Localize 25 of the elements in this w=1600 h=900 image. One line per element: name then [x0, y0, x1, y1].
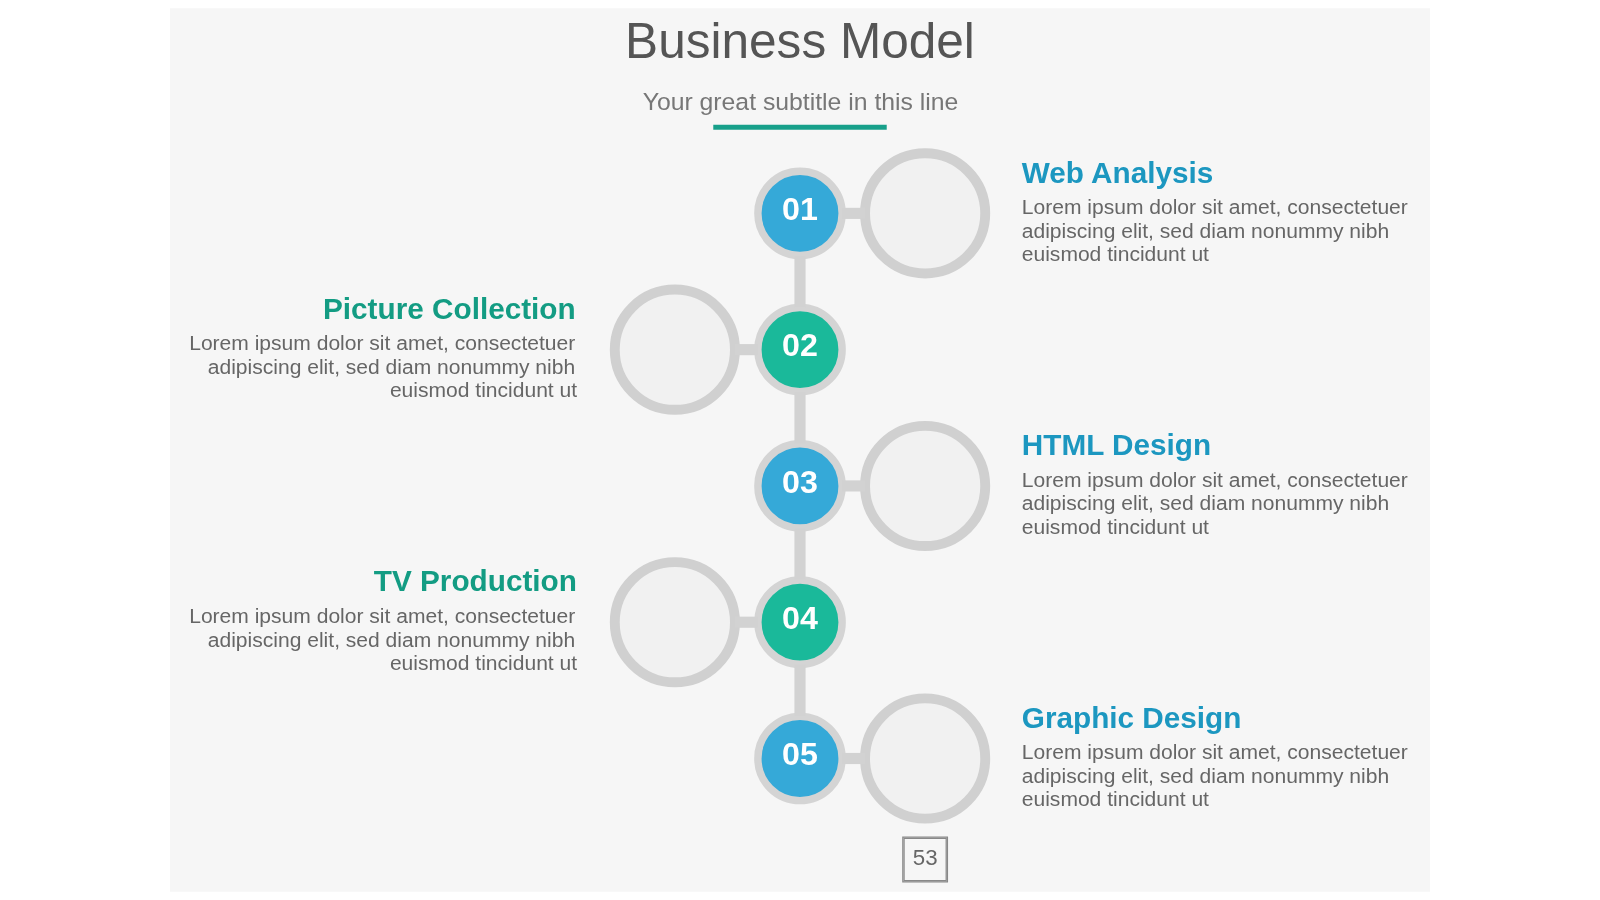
node-label: TV Production — [373, 564, 577, 598]
diagram-title: Business Model — [625, 12, 975, 69]
node-label: Lorem ipsum dolor sit amet, consectetuer adipiscing elit, sed diam nonummy nibh euismod tincidunt ut — [1021, 467, 1408, 538]
node-circle: 04 — [754, 576, 846, 669]
node-circle — [860, 693, 991, 824]
node-label: Lorem ipsum dolor sit amet, consectetuer adipiscing elit, sed diam nonummy nibh euismod tincidunt ut — [189, 603, 578, 675]
node-circle: 02 — [754, 303, 846, 396]
node-label: Lorem ipsum dolor sit amet, consectetuer adipiscing elit, sed diam nonummy nibh euismod tincidunt ut — [1021, 195, 1408, 266]
node-label: Picture Collection — [323, 291, 576, 325]
node-circle: 05 — [754, 712, 846, 805]
node-circle — [609, 284, 740, 415]
node-label: Graphic Design — [1021, 700, 1242, 734]
node-circle: 03 — [754, 440, 846, 532]
connector — [794, 528, 806, 580]
node-circle — [860, 148, 991, 279]
node-label: Web Analysis — [1021, 155, 1214, 189]
node-circle — [609, 557, 740, 688]
node-circle: 01 — [754, 167, 846, 260]
node-label: Lorem ipsum dolor sit amet, consectetuer adipiscing elit, sed diam nonummy nibh euismod tincidunt ut — [189, 331, 578, 402]
node-label: Lorem ipsum dolor sit amet, consectetuer adipiscing elit, sed diam nonummy nibh euismod tincidunt ut — [1021, 740, 1408, 811]
connector — [794, 392, 806, 444]
node-label: HTML Design — [1021, 428, 1212, 462]
label: Your great subtitle in this line — [642, 87, 959, 115]
node-circle — [860, 420, 991, 551]
label: 53 — [912, 844, 938, 870]
